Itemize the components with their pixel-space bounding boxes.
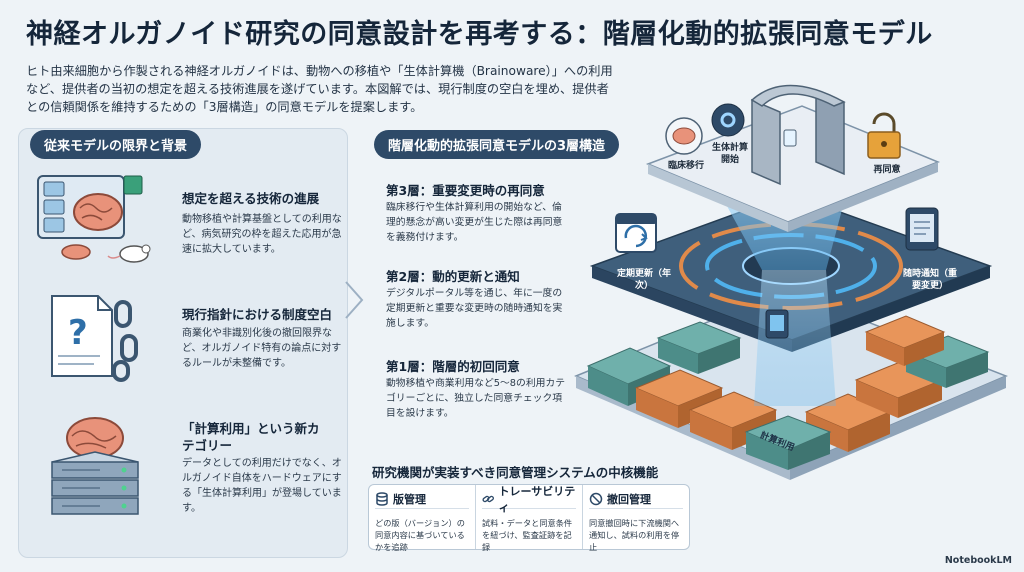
label-clinical: 臨床移行 [667,161,704,171]
left-item-1-heading: 想定を超える技術の進展 [182,191,320,206]
layer-2-heading: 第2層：動的更新と通知 [386,269,520,284]
layer-2-body: デジタルポータル等を通じ、年に一度の定期更新と重要な変更時の随時通知を実施します… [386,288,563,329]
left-item-1-body: 動物移植や計算基盤としての利用など、病気研究の枠を超えた応用が急速に拡大していま… [182,214,342,255]
left-item-3-body: データとしての利用だけでなく、オルガノイド自体をハードウェアにする「生体計算利用… [182,458,342,514]
svg-text:?: ? [68,313,88,353]
gear-icon [711,103,745,137]
left-item-2-body: 商業化や非識別化後の撤回限界など、オルガノイド特有の論点に対するルールが未整備で… [182,328,342,369]
label-notice: 随時通知（重要変更） [902,269,957,291]
function-withdrawal: 撤回管理 同意撤回時に下流機関へ通知し、試料の利用を停止 [583,485,689,552]
label-annual: 定期更新（年次） [616,269,671,291]
intro-text: ヒト由来細胞から作製される神経オルガノイドは、動物への移植や「生体計算機（Bra… [26,64,613,114]
layer-1-body: 動物移植や商業利用など5〜8の利用カテゴリーごとに、独立した同意チェック項目を設… [386,378,566,419]
document-question-icon: ? [44,292,154,386]
category-tiles [586,315,990,470]
right-section-tag: 階層化動的拡張同意モデルの3層構造 [374,130,620,159]
left-panel-tag: 従来モデルの限界と背景 [30,130,202,159]
layer-3-heading: 第3層：重要変更時の再同意 [386,183,545,198]
page-title: 神経オルガノイド研究の同意設計を再考する：階層化動的拡張同意モデル [26,19,933,50]
function-1-desc: どの版（バージョン）の同意内容に基づいているかを追跡 [375,518,465,552]
left-item-3-heading: 「計算利用」という新カテゴリー [182,421,320,453]
calendar-icon [615,213,657,253]
layer-1-heading: 第1層：階層的初回同意 [386,359,520,374]
function-version-control: 版管理 どの版（バージョン）の同意内容に基づいているかを追跡 [369,485,476,552]
layer-3-body: 臨床移行や生体計算利用の開始など、倫理的懸念が高い変更が生じた際は再同意を義務付… [386,202,563,243]
watermark: NotebookLM [944,555,1012,566]
function-3-desc: 同意撤回時に下流機関へ通知し、試料の利用を停止 [589,518,680,552]
label-biocompute: 生体計算開始 [711,143,748,165]
brain-monitor-icon [36,172,156,271]
label-reconsent: 再同意 [873,165,901,175]
brain-server-icon [40,410,150,524]
link-icon [482,495,494,502]
function-traceability: トレーサビリティ 試料・データと同意条件を紐づけ、監査証跡を記録 [476,484,583,552]
consent-gate-icon [750,84,846,186]
chevron-right-icon [345,281,364,319]
functions-table: 版管理 どの版（バージョン）の同意内容に基づいているかを追跡 トレーサビリティ … [368,484,690,552]
function-1-heading: 版管理 [393,492,426,506]
prohibited-icon [589,492,603,505]
database-icon [376,491,388,506]
functions-title: 研究機関が実装すべき同意管理システムの中核機能 [372,465,659,480]
tablet-icon [905,207,939,251]
function-3-heading: 撤回管理 [607,492,651,506]
three-layer-diagram [574,84,1008,480]
function-2-heading: トレーサビリティ [498,484,576,514]
function-2-desc: 試料・データと同意条件を紐づけ、監査証跡を記録 [482,518,573,552]
left-item-2-heading: 現行指針における制度空白 [182,307,333,322]
lock-icon [867,112,901,159]
